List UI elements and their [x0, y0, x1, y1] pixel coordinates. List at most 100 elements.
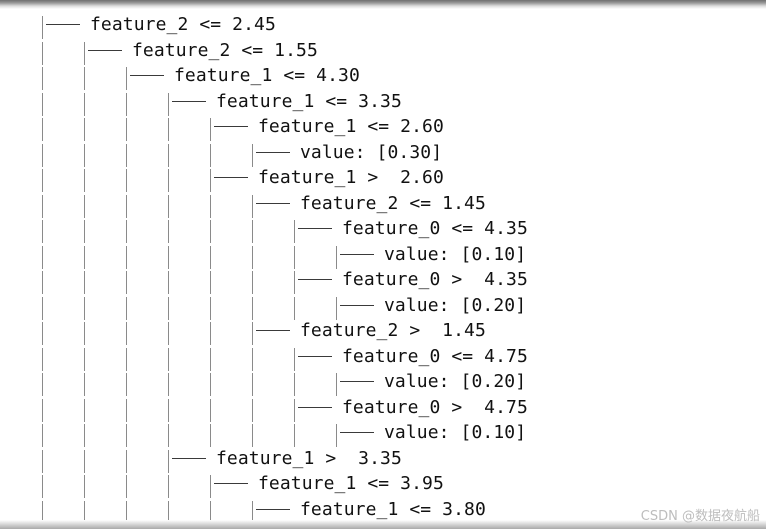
tree-guide-line [42, 16, 43, 39]
tree-guide-line [84, 271, 85, 294]
tree-branch-connector [340, 304, 374, 306]
tree-branch-connector [130, 75, 164, 76]
tree-line: value: [0.10] [0, 422, 766, 447]
tree-line: feature_0 <= 4.75 [0, 346, 766, 371]
tree-branch-connector [298, 279, 332, 280]
tree-guide-line [168, 143, 169, 167]
tree-line: feature_1 <= 4.30 [0, 65, 766, 90]
tree-guide-line [42, 322, 43, 345]
tree-guide-line [168, 245, 169, 269]
tree-branch-connector [256, 330, 290, 331]
tree-guide-line [336, 424, 337, 447]
tree-guide-line [126, 67, 127, 90]
tree-guide-line [42, 424, 43, 447]
tree-line: value: [0.20] [0, 371, 766, 396]
tree-guide-line [42, 347, 43, 371]
tree-node-text: feature_1 <= 3.80 [300, 498, 486, 520]
tree-guide-line [210, 245, 211, 269]
tree-guide-line [84, 322, 85, 345]
tree-guide-line [294, 245, 295, 269]
tree-branch-connector [298, 355, 332, 357]
tree-guide-line [210, 373, 211, 396]
tree-guide-line [42, 143, 43, 167]
tree-guide-line [126, 118, 127, 141]
tree-guide-line [84, 67, 85, 90]
tree-guide-line [84, 424, 85, 447]
tree-guide-line [42, 169, 43, 192]
tree-guide-line [252, 398, 253, 422]
tree-guide-line [42, 475, 43, 498]
tree-guide-line [42, 118, 43, 141]
tree-branch-connector [214, 126, 248, 127]
tree-guide-line [252, 322, 253, 345]
tree-branch-connector [298, 406, 332, 408]
tree-node-text: feature_1 <= 3.95 [258, 473, 444, 494]
tree-branch-connector [172, 457, 206, 459]
tree-line: feature_1 <= 3.35 [0, 91, 766, 116]
tree-guide-line [42, 449, 43, 473]
tree-guide-line [84, 475, 85, 498]
tree-guide-line [42, 194, 43, 218]
tree-node-text: feature_0 <= 4.35 [342, 218, 528, 239]
tree-guide-line [168, 92, 169, 116]
tree-guide-line [42, 67, 43, 90]
tree-guide-line [252, 373, 253, 396]
tree-guide-line [126, 271, 127, 294]
tree-line: feature_0 > 4.75 [0, 397, 766, 422]
tree-line: value: [0.10] [0, 244, 766, 269]
tree-guide-line [42, 245, 43, 269]
tree-guide-line [42, 500, 43, 524]
tree-guide-line [126, 194, 127, 218]
tree-line: feature_2 <= 1.45 [0, 193, 766, 218]
tree-guide-line [42, 92, 43, 116]
tree-guide-line [294, 347, 295, 371]
tree-guide-line [84, 347, 85, 371]
tree-guide-line [168, 373, 169, 396]
tree-guide-line [84, 118, 85, 141]
tree-guide-line [252, 245, 253, 269]
tree-guide-line [168, 296, 169, 320]
tree-guide-line [126, 398, 127, 422]
tree-guide-line [210, 169, 211, 192]
tree-guide-line [252, 143, 253, 167]
tree-line: feature_2 > 1.45 [0, 320, 766, 345]
tree-guide-line [252, 271, 253, 294]
tree-guide-line [168, 169, 169, 192]
window-top-edge [0, 0, 766, 9]
horizontal-scrollbar[interactable] [0, 520, 766, 529]
tree-guide-line [210, 475, 211, 498]
tree-guide-line [126, 169, 127, 192]
tree-guide-line [168, 475, 169, 498]
tree-guide-line [84, 143, 85, 167]
tree-guide-line [252, 424, 253, 447]
tree-node-text: feature_1 > 2.60 [258, 167, 444, 188]
tree-guide-line [168, 500, 169, 524]
tree-line: value: [0.30] [0, 142, 766, 167]
tree-guide-line [84, 398, 85, 422]
tree-node-text: value: [0.10] [384, 243, 527, 265]
tree-guide-line [84, 500, 85, 524]
tree-guide-line [294, 220, 295, 243]
tree-guide-line [126, 296, 127, 320]
tree-guide-line [252, 500, 253, 524]
tree-guide-line [42, 271, 43, 294]
tree-branch-connector [256, 151, 290, 153]
tree-guide-line [84, 296, 85, 320]
tree-guide-line [336, 245, 337, 269]
tree-guide-line [210, 118, 211, 141]
tree-guide-line [126, 245, 127, 269]
tree-node-text: feature_1 <= 2.60 [258, 116, 444, 137]
tree-guide-line [84, 194, 85, 218]
tree-line: feature_2 <= 1.55 [0, 40, 766, 65]
tree-guide-line [168, 347, 169, 371]
tree-guide-line [252, 194, 253, 218]
tree-branch-connector [46, 24, 80, 25]
tree-node-text: feature_0 <= 4.75 [342, 345, 528, 367]
tree-guide-line [294, 398, 295, 422]
tree-line: feature_1 <= 3.80 [0, 499, 766, 524]
tree-guide-line [126, 424, 127, 447]
tree-guide-line [168, 194, 169, 218]
tree-node-text: value: [0.20] [384, 294, 527, 316]
tree-line: feature_0 <= 4.35 [0, 218, 766, 243]
